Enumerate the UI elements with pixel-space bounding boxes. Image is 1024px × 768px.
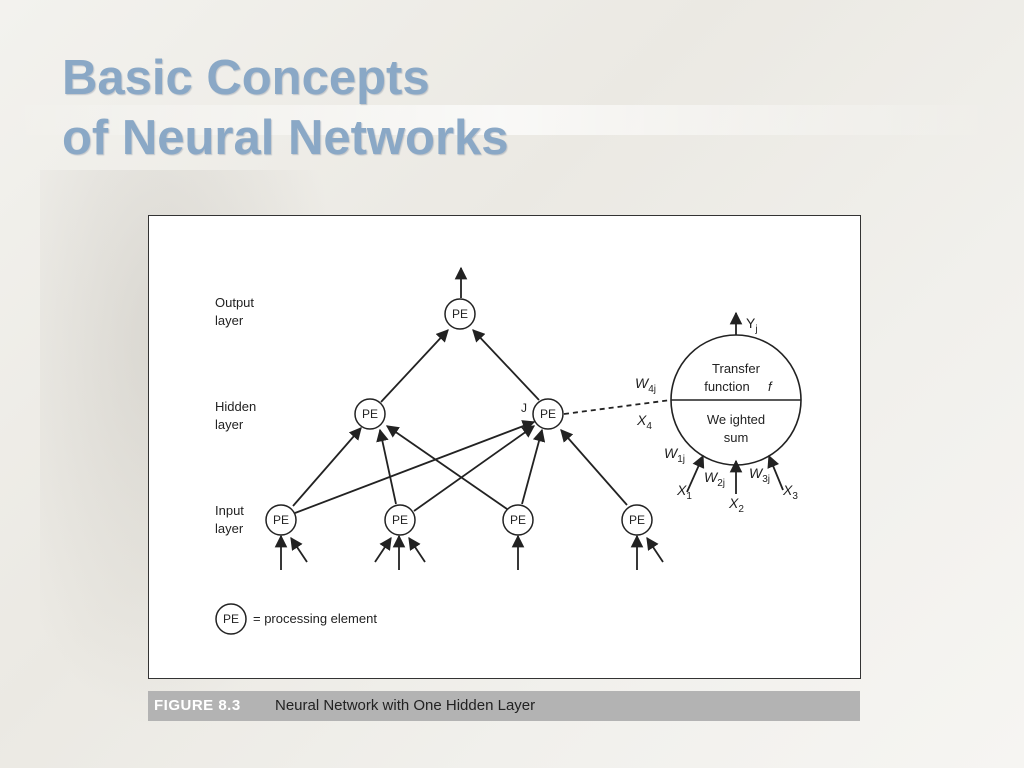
node-input-4 xyxy=(621,504,653,536)
detail-input-3 xyxy=(767,454,784,491)
legend-node xyxy=(215,603,247,635)
ext-input-1b xyxy=(290,536,308,563)
detail-x2: X2 xyxy=(728,495,744,515)
node-output xyxy=(444,298,476,330)
legend-text: = processing element xyxy=(253,611,377,626)
input-layer-label-2: layer xyxy=(215,521,244,536)
node-input-2-label: PE xyxy=(392,513,408,527)
nodes xyxy=(265,298,653,536)
detail-w3: W3j xyxy=(749,465,770,485)
detail-x4: X4 xyxy=(636,412,652,432)
detail-transfer-1: Transfer xyxy=(712,361,761,376)
neural-network-diagram: Output layer Hidden layer Input layer xyxy=(215,266,802,635)
slide-title-line-1: Basic Concepts xyxy=(62,51,430,105)
edge-input1-hidden2 xyxy=(294,420,536,514)
output-layer-label-1: Output xyxy=(215,295,254,310)
detail-w1: W1j xyxy=(664,445,685,465)
detail-transfer-f: f xyxy=(768,379,773,394)
node-input-2 xyxy=(384,504,416,536)
detail-output-y: Yj xyxy=(746,315,758,335)
hidden-layer-label-1: Hidden xyxy=(215,399,256,414)
node-input-4-label: PE xyxy=(629,513,645,527)
node-j-label: J xyxy=(521,401,527,415)
detail-w4: W4j xyxy=(635,375,656,395)
detail-transfer-2: function xyxy=(704,379,750,394)
detail-sum-2: sum xyxy=(724,430,749,445)
connections xyxy=(274,266,672,570)
ext-input-2a xyxy=(374,536,392,563)
detail-x3: X3 xyxy=(782,482,798,502)
node-hidden-2-label: PE xyxy=(540,407,556,421)
output-layer-label-2: layer xyxy=(215,313,244,328)
detail-neuron: Yj Transfer function f We ighted sum W4j… xyxy=(635,311,802,515)
node-input-3-label: PE xyxy=(510,513,526,527)
node-input-1-label: PE xyxy=(273,513,289,527)
ext-input-4b xyxy=(646,536,664,563)
figure-caption-text: Neural Network with One Hidden Layer xyxy=(275,697,536,714)
detail-link-dashed xyxy=(563,399,672,415)
edge-input3-hidden2 xyxy=(521,428,546,505)
figure-caption: FIGURE 8.3 Neural Network with One Hidde… xyxy=(148,691,860,721)
node-input-3 xyxy=(502,504,534,536)
figure-number: FIGURE 8.3 xyxy=(154,697,241,714)
figure-panel: Output layer Hidden layer Input layer xyxy=(148,215,861,679)
edge-input2-hidden1 xyxy=(376,428,397,505)
detail-x1: X1 xyxy=(676,482,692,502)
edge-input3-hidden1 xyxy=(385,425,508,510)
node-output-label: PE xyxy=(452,307,468,321)
edge-input1-hidden1 xyxy=(292,427,362,507)
edge-hidden1-output xyxy=(380,329,449,403)
node-hidden-1-label: PE xyxy=(362,407,378,421)
node-hidden-2 xyxy=(532,398,564,430)
ext-input-2c xyxy=(408,536,426,563)
edge-input2-hidden2 xyxy=(413,425,536,512)
slide-title: Basic Concepts of Neural Networks xyxy=(62,48,509,168)
legend-node-label: PE xyxy=(223,612,239,626)
node-hidden-1 xyxy=(354,398,386,430)
detail-sum-1: We ighted xyxy=(707,412,765,427)
hidden-layer-label-2: layer xyxy=(215,417,244,432)
edge-hidden2-output xyxy=(472,329,540,401)
detail-w2: W2j xyxy=(704,469,725,489)
edge-input4-hidden2 xyxy=(560,429,628,506)
slide-title-line-2: of Neural Networks xyxy=(62,111,509,165)
node-input-1 xyxy=(265,504,297,536)
detail-input-1 xyxy=(686,454,705,493)
input-layer-label-1: Input xyxy=(215,503,244,518)
background-band xyxy=(0,105,1000,135)
